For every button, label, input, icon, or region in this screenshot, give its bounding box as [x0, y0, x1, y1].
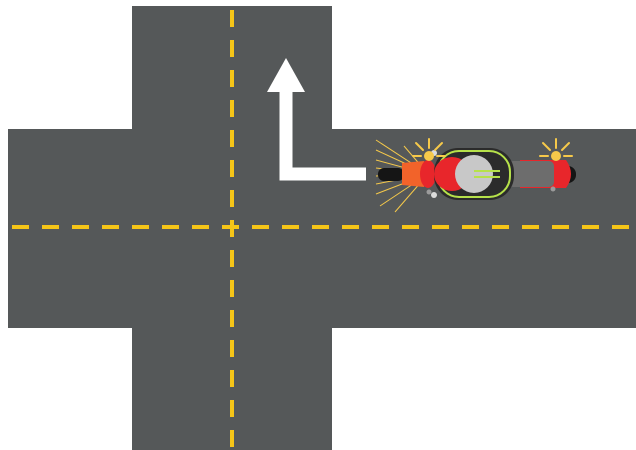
- front-wheel: [378, 168, 404, 181]
- right-mirror: [431, 192, 437, 198]
- helmet: [455, 155, 493, 193]
- seat: [508, 161, 554, 187]
- front-fairing: [420, 160, 436, 188]
- foot-peg-rear: [551, 187, 556, 192]
- foot-peg: [427, 190, 432, 195]
